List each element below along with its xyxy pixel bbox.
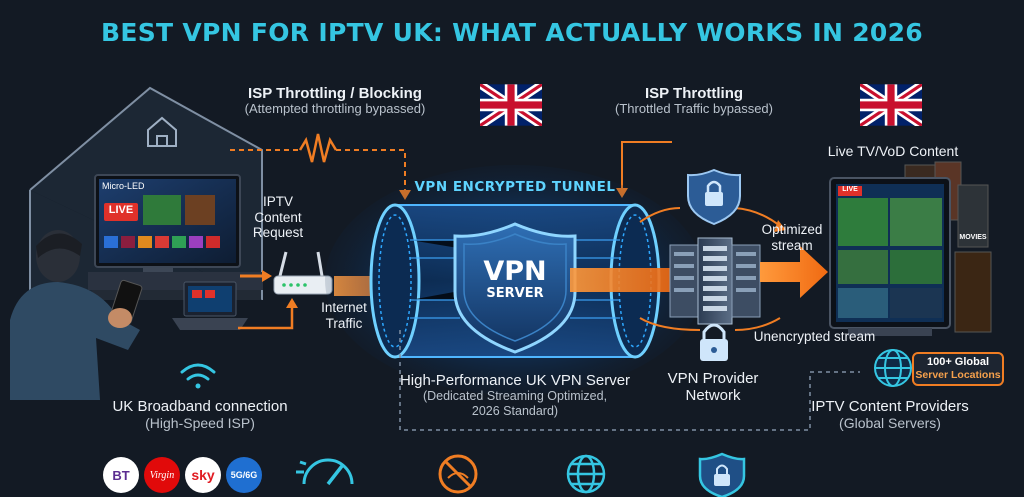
globe-icon-bottom — [566, 454, 606, 494]
no-throttle-icon — [438, 454, 478, 494]
speedometer-icon — [296, 458, 354, 486]
isp-right-sub: (Throttled Traffic bypassed) — [615, 101, 773, 117]
isp-logo-5g: 5G/6G — [226, 457, 262, 493]
iptv-request-label: IPTV Content Request — [244, 194, 312, 241]
isp-logo-sky: sky — [185, 457, 221, 493]
server-caption-sub2: 2026 Standard) — [471, 403, 559, 418]
request-line2: Content — [254, 209, 302, 225]
stream-lines — [639, 207, 786, 331]
isp-logo-virgin: Virgin — [144, 457, 180, 493]
server-caption-sub1: (Dedicated Streaming Optimized, — [422, 389, 608, 404]
global-line2: Server Locations — [915, 369, 1001, 382]
shield-text: VPN SERVER — [465, 256, 565, 302]
provider-line2: Network — [685, 387, 741, 405]
isp-logos: BT Virgin sky 5G/6G — [103, 457, 273, 493]
internet-line1: Internet — [321, 300, 367, 315]
isp-sky-text: sky — [191, 467, 215, 483]
isp-5g-text: 5G/6G — [230, 470, 258, 480]
isp-bt-text: BT — [112, 467, 130, 483]
monitor-live-badge: LIVE — [842, 186, 858, 193]
shield-line2: SERVER — [486, 286, 544, 302]
globe-icon — [874, 349, 912, 387]
isp-virgin-text: Virgin — [149, 469, 175, 481]
broadband-sub: (High-Speed ISP) — [145, 415, 255, 432]
server-caption: High-Performance UK VPN Server (Dedicate… — [380, 372, 650, 418]
isp-throttling-left-label: ISP Throttling / Blocking (Attempted thr… — [225, 85, 445, 117]
vpn-to-server-arrow — [570, 268, 672, 292]
monitor-movies-label: MOVIES — [959, 234, 987, 241]
global-line1: 100+ Global — [926, 356, 990, 368]
global-route-line — [399, 330, 860, 431]
shield-line1: VPN — [483, 256, 547, 287]
iptv-providers-title: IPTV Content Providers — [811, 398, 969, 415]
content-monitors — [829, 161, 992, 336]
tunnel-label: VPN ENCRYPTED TUNNEL — [414, 179, 616, 195]
shield-lock-icon — [698, 452, 746, 497]
optimized-stream-label: Optimized stream — [752, 222, 832, 253]
internet-traffic-label: Internet Traffic — [310, 300, 378, 331]
tv-set — [88, 174, 263, 300]
broadband-label: UK Broadband connection (High-Speed ISP) — [90, 398, 310, 431]
iptv-providers-label: IPTV Content Providers (Global Servers) — [800, 398, 980, 431]
broadband-title: UK Broadband connection — [112, 398, 288, 415]
uk-flag-icon — [477, 80, 545, 130]
uk-flag-icon-right — [857, 80, 925, 130]
isp-left-sub: (Attempted throttling bypassed) — [244, 101, 426, 117]
request-line3: Request — [252, 225, 304, 241]
optimized-stream-arrow — [760, 246, 828, 298]
provider-network-label: VPN Provider Network — [648, 370, 778, 405]
shield-icon — [453, 222, 577, 354]
provider-line1: VPN Provider — [667, 370, 759, 387]
iptv-providers-sub: (Global Servers) — [839, 415, 941, 432]
content-label: Live TV/VoD Content — [827, 143, 959, 159]
global-locations-badge: 100+ Global Server Locations — [912, 352, 1004, 386]
internet-line2: Traffic — [325, 315, 363, 331]
lock-icon — [687, 168, 741, 226]
tv-live-badge: LIVE — [108, 204, 134, 216]
laptop — [172, 281, 248, 330]
lock-icon-bottom — [700, 323, 728, 361]
tv-brand: Micro-LED — [102, 181, 145, 191]
request-line1: IPTV — [262, 194, 293, 209]
request-arrows — [238, 270, 298, 330]
unencrypted-stream-label: Unencrypted stream — [753, 329, 876, 344]
isp-right-title: ISP Throttling — [644, 85, 744, 102]
isp-throttling-right-label: ISP Throttling (Throttled Traffic bypass… — [594, 85, 794, 117]
optimized-line1: Optimized — [761, 222, 823, 237]
optimized-line2: stream — [771, 237, 813, 253]
house-icon — [147, 116, 177, 147]
server-rack-icon — [669, 237, 761, 325]
wifi-icon — [180, 363, 216, 389]
person-silhouette — [10, 230, 143, 400]
isp-logo-bt: BT — [103, 457, 139, 493]
server-caption-title: High-Performance UK VPN Server — [399, 372, 631, 389]
page-title: BEST VPN FOR IPTV UK: WHAT ACTUALLY WORK… — [100, 18, 923, 47]
router-icon — [273, 251, 333, 295]
isp-left-title: ISP Throttling / Blocking — [248, 85, 422, 102]
